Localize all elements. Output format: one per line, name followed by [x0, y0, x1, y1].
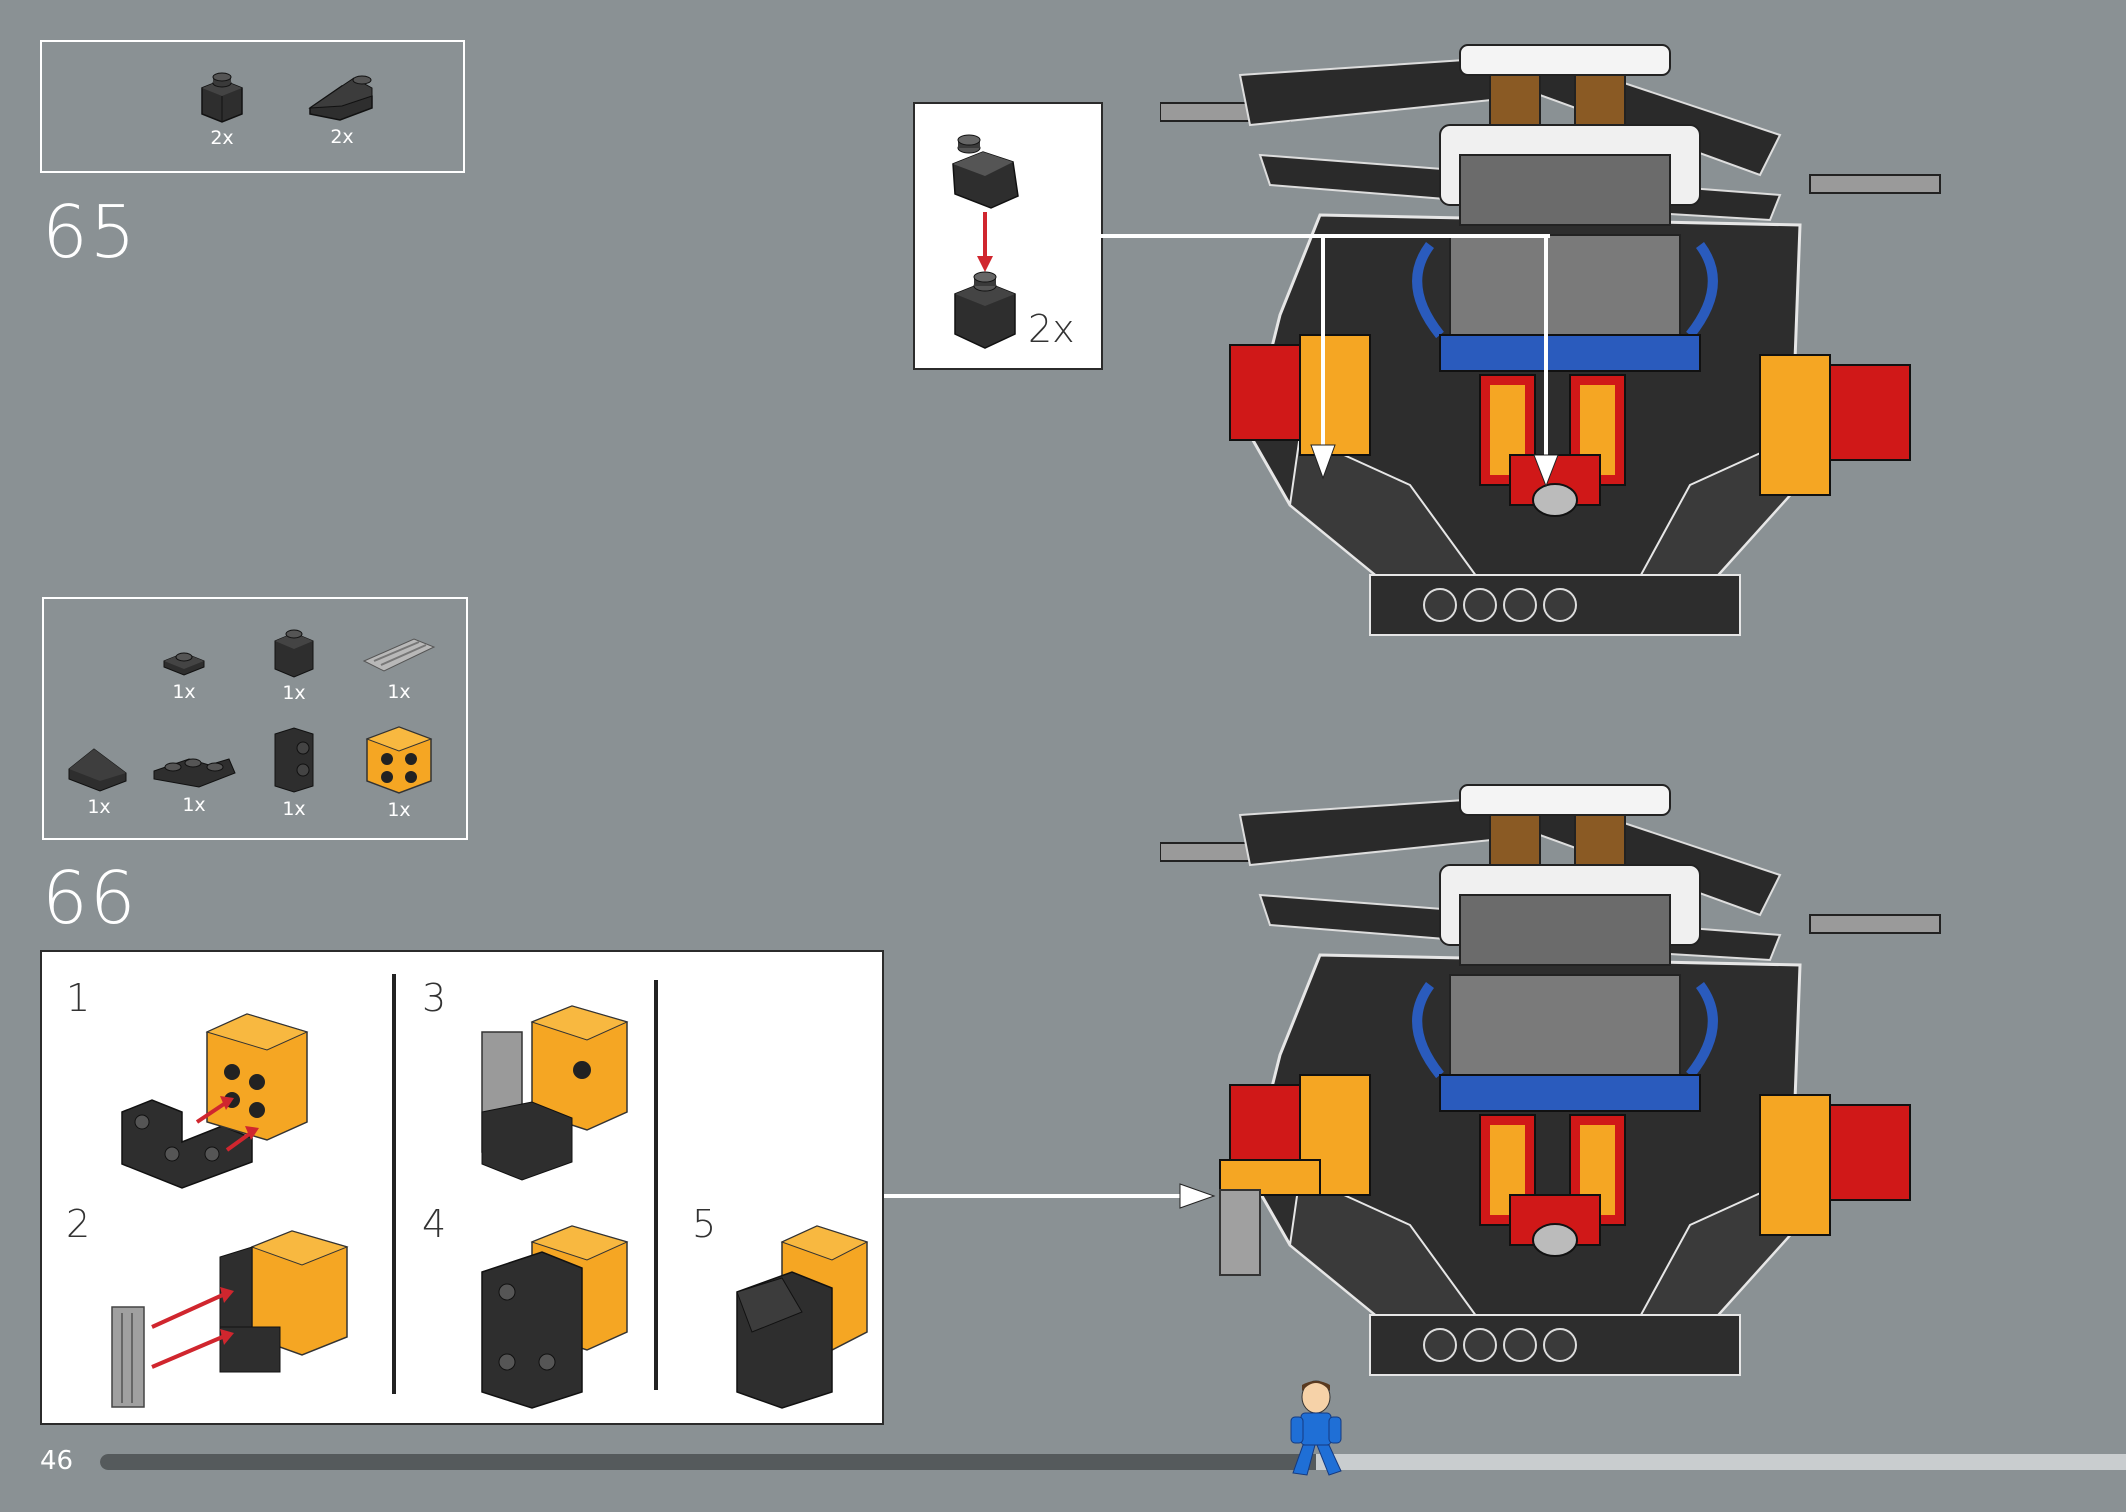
substep-number: 5	[692, 1202, 717, 1246]
parts-item: 1x	[344, 721, 454, 821]
substep-number: 2	[66, 1202, 91, 1246]
part-qty: 1x	[172, 681, 196, 703]
parts-item: 1x	[44, 739, 154, 818]
part-qty: 1x	[282, 682, 306, 704]
part-qty: 1x	[87, 796, 111, 818]
black-brick-1x1-icon	[274, 629, 314, 678]
black-corner-plate-icon	[153, 758, 236, 788]
substep-number: 4	[422, 1202, 447, 1246]
parts-item: 1x	[239, 625, 349, 704]
progress-fill	[100, 1454, 1316, 1470]
part-qty: 1x	[387, 681, 411, 703]
parts-item: 2x	[287, 66, 397, 148]
substep-4-illustration	[481, 1225, 629, 1409]
step-number-65: 65	[42, 190, 138, 274]
callout-qty: 2x	[1028, 307, 1075, 351]
orange-brick-2x2-icon	[365, 726, 433, 794]
callout-pointer-lines	[1100, 234, 1559, 488]
grey-grille-tile-icon	[362, 638, 436, 672]
car-model-step-66	[1160, 784, 1941, 1376]
substep-5-illustration	[736, 1225, 869, 1409]
parts-item: 1x	[129, 639, 239, 703]
parts-item: 1x	[239, 724, 349, 820]
black-tile-1x1-icon	[163, 652, 205, 676]
parts-list-step-65: 2x 2x	[40, 40, 465, 173]
minifigure-progress-icon	[1290, 1380, 1342, 1476]
substeps-panel: 1 2 3 4 5	[40, 950, 884, 1425]
subassembly-callout: 2x	[913, 102, 1103, 370]
step-number-66: 66	[42, 856, 138, 940]
black-brick-1x1-icon	[201, 72, 243, 123]
part-qty: 2x	[210, 127, 234, 149]
substep-2-illustration	[111, 1230, 349, 1408]
parts-item: 1x	[344, 631, 454, 703]
substep-number: 3	[422, 976, 447, 1020]
part-qty: 1x	[282, 798, 306, 820]
substep-number: 1	[66, 976, 91, 1020]
substep-1-illustration	[121, 1013, 309, 1189]
slope-on-brick-assembly-icon	[952, 134, 1019, 349]
parts-item: 1x	[139, 747, 249, 816]
parts-item: 2x	[167, 70, 277, 149]
part-qty: 1x	[387, 799, 411, 821]
substep-3-illustration	[481, 1005, 629, 1181]
substep-divider	[654, 980, 658, 1390]
car-model-step-65	[1160, 44, 1941, 636]
black-technic-brick-icon	[274, 727, 314, 793]
black-slope-icon	[68, 748, 127, 792]
parts-list-step-66: 1x 1x 1x 1x 1x	[42, 597, 468, 840]
part-qty: 1x	[182, 794, 206, 816]
substep-pointer-line	[884, 1183, 1216, 1209]
part-qty: 2x	[330, 126, 354, 148]
page-number: 46	[40, 1446, 74, 1476]
black-slope-1x2-icon	[308, 75, 373, 121]
substep-divider	[392, 974, 396, 1394]
